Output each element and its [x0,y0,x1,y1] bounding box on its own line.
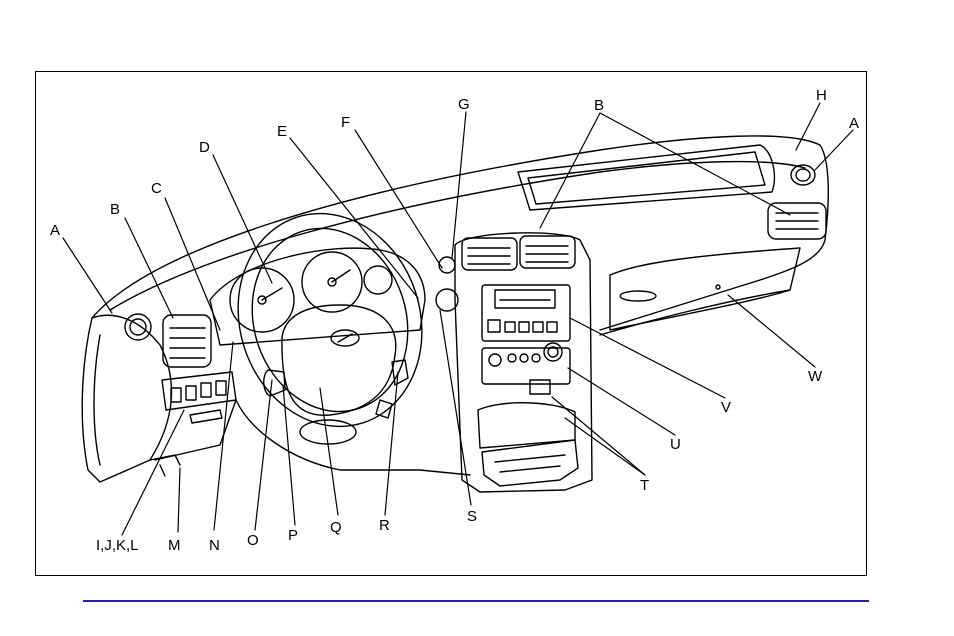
left-round-vent [125,314,151,340]
label-W: W [808,368,823,385]
left-vent [163,315,211,367]
label-O: O [247,532,259,549]
dashboard-outline [92,136,828,330]
label-A-left: A [50,222,60,239]
headlamp-switch [439,257,455,273]
footer-rule [83,600,869,602]
label-B-left: B [110,201,120,218]
storage-bin [530,380,550,394]
label-D: D [199,139,210,156]
label-H: H [816,87,827,104]
label-M: M [168,537,181,554]
label-C: C [151,180,162,197]
left-door-panel [82,315,171,482]
label-U: U [670,436,681,453]
label-T: T [640,477,649,494]
center-vent-right [520,236,575,268]
left-switch-panel [162,372,236,410]
label-A-right: A [849,115,859,132]
dash-top-inner [110,162,805,310]
label-P: P [288,527,298,544]
label-R: R [379,517,390,534]
label-G: G [458,96,470,113]
label-B-right: B [594,97,604,114]
label-E: E [277,123,287,140]
label-N: N [209,537,220,554]
center-vent-left [462,238,517,270]
callout-labels: A B C D E F G B H A W V U T S R Q P O N … [50,87,859,554]
label-Q: Q [330,519,342,536]
leader-lines [63,103,853,535]
label-F: F [341,114,350,131]
glove-box-handle [620,291,656,301]
label-IJKL: I,J,K,L [96,537,139,554]
label-V: V [721,399,731,416]
label-S: S [467,508,477,525]
